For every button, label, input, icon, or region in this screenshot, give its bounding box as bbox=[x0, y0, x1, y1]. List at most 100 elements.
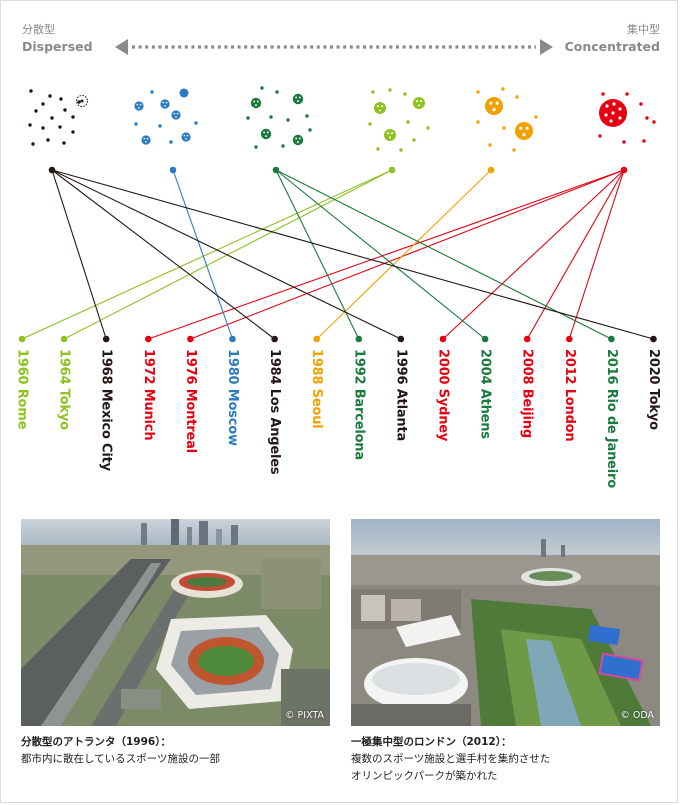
venue-dot bbox=[31, 142, 35, 146]
london-caption-line1: 複数のスポーツ施設と選手村を集約させた bbox=[351, 753, 551, 765]
venue-dot bbox=[80, 99, 84, 103]
city-label: 1988 Seoul bbox=[309, 349, 324, 429]
venue-mark bbox=[522, 132, 526, 137]
venue-dot bbox=[652, 120, 656, 124]
venue-dot bbox=[371, 90, 375, 94]
venue-mark bbox=[386, 132, 389, 135]
london-caption-title: 一極集中型のロンドン（2012）： bbox=[351, 736, 512, 748]
city-label: 1972 Munich bbox=[141, 349, 156, 440]
venue-dot bbox=[63, 108, 67, 112]
venue-cluster-dot bbox=[250, 97, 262, 109]
venue-mark bbox=[185, 138, 187, 140]
venue-dot bbox=[368, 122, 372, 126]
city-label: 2000 Sydney bbox=[436, 349, 451, 442]
city-node bbox=[271, 335, 278, 343]
venue-dot bbox=[502, 126, 506, 130]
pattern-node bbox=[48, 166, 56, 174]
connector-line bbox=[51, 169, 275, 340]
city-node bbox=[145, 335, 152, 343]
venue-dot bbox=[625, 92, 629, 96]
venue-dot bbox=[515, 95, 519, 99]
venue-cluster-dot bbox=[515, 122, 533, 140]
venue-dot bbox=[46, 138, 50, 142]
venue-dot bbox=[412, 138, 416, 142]
venue-mark bbox=[186, 134, 189, 137]
venue-mark bbox=[295, 137, 298, 140]
venue-mark bbox=[146, 137, 149, 140]
connector-line bbox=[51, 169, 654, 340]
venue-dashed-ring bbox=[76, 95, 88, 107]
venue-dot bbox=[488, 143, 492, 147]
connector-lines bbox=[21, 169, 654, 340]
dispersed-label-jp: 分散型 bbox=[22, 23, 55, 36]
venue-dot bbox=[286, 118, 290, 122]
venue-dot bbox=[642, 139, 646, 143]
venue-dot bbox=[41, 102, 45, 106]
concentrated-label: 集中型 Concentrated bbox=[565, 24, 660, 54]
city-node bbox=[355, 335, 363, 343]
city-label: 1984 Los Angeles bbox=[267, 349, 282, 475]
venue-dot bbox=[41, 126, 45, 130]
venue-dot bbox=[29, 89, 33, 93]
venue-dot bbox=[275, 90, 279, 94]
city-node bbox=[481, 335, 489, 343]
venue-mark bbox=[263, 131, 266, 134]
venue-mark bbox=[417, 104, 421, 107]
venue-mark bbox=[609, 119, 613, 123]
venue-dot bbox=[71, 115, 75, 119]
city-node bbox=[102, 335, 110, 343]
city-nodes bbox=[18, 335, 657, 343]
venue-dot bbox=[476, 120, 480, 124]
concentrated-label-en: Concentrated bbox=[564, 39, 660, 54]
venue-mark bbox=[136, 103, 139, 106]
venue-cluster-dot bbox=[171, 110, 181, 120]
venue-patterns bbox=[28, 86, 656, 174]
venue-mark bbox=[143, 137, 146, 140]
venue-mark bbox=[183, 134, 186, 137]
venue-mark bbox=[519, 126, 523, 130]
london-aerial-photo: © ODA bbox=[351, 519, 660, 726]
city-node bbox=[397, 335, 405, 343]
venue-mark bbox=[378, 109, 382, 112]
venue-cluster-dot bbox=[160, 99, 170, 109]
venue-mark bbox=[138, 107, 140, 109]
venue-cluster-dot bbox=[384, 129, 396, 141]
venue-mark bbox=[525, 126, 529, 130]
city-node bbox=[608, 335, 615, 343]
venue-dot bbox=[62, 141, 66, 145]
venue-cluster-dot bbox=[260, 128, 272, 140]
london-photo-credit: © ODA bbox=[620, 710, 654, 721]
venue-cluster-dot bbox=[485, 97, 503, 115]
city-node bbox=[439, 335, 447, 343]
dispersed-label-en: Dispersed bbox=[22, 39, 93, 54]
venue-dot bbox=[376, 147, 380, 151]
venue-mark bbox=[492, 107, 496, 112]
venue-dot bbox=[169, 140, 173, 144]
city-node bbox=[18, 335, 26, 343]
london-caption: 一極集中型のロンドン（2012）： 複数のスポーツ施設と選手村を集約させた オリ… bbox=[351, 734, 671, 785]
venue-mark bbox=[388, 136, 392, 139]
venue-mark bbox=[391, 132, 394, 135]
venue-mark bbox=[298, 96, 301, 99]
pattern-dispersed-black bbox=[28, 89, 88, 146]
city-label: 1980 Moscow bbox=[225, 349, 240, 446]
venue-dot bbox=[403, 92, 407, 96]
venue-mark bbox=[176, 112, 179, 115]
city-node bbox=[650, 335, 657, 343]
venue-dot bbox=[399, 148, 403, 152]
pattern-node bbox=[487, 166, 495, 174]
venue-mark bbox=[145, 141, 147, 143]
venue-mark bbox=[256, 100, 259, 103]
venue-dot bbox=[388, 88, 392, 92]
connector-line bbox=[275, 169, 486, 340]
venue-dot bbox=[645, 116, 649, 120]
pattern-node bbox=[272, 166, 280, 174]
venue-dot bbox=[179, 88, 189, 98]
atlanta-photo-credit: © PIXTA bbox=[285, 710, 324, 721]
city-label: 1960 Rome bbox=[15, 349, 30, 430]
venue-mark bbox=[381, 105, 384, 108]
atlanta-caption-title: 分散型のアトランタ（1996）： bbox=[21, 736, 171, 748]
venue-mark bbox=[139, 103, 142, 106]
venue-mark bbox=[489, 101, 493, 105]
